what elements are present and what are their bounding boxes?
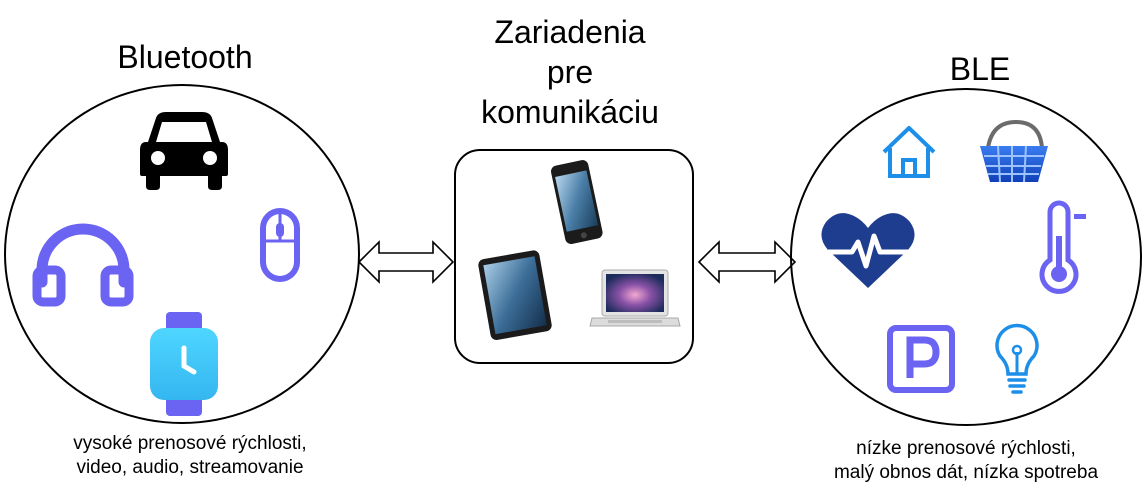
shopping-basket-icon: [980, 119, 1048, 183]
car-icon: [140, 112, 228, 190]
home-icon: [882, 126, 936, 178]
center-title-line-3: komunikáciu: [481, 94, 659, 130]
center-title-line-2: pre: [546, 54, 594, 90]
bluetooth-title: Bluetooth: [117, 39, 253, 75]
devices-box: [454, 149, 694, 364]
smartwatch-icon: [150, 312, 218, 416]
tablet-icon: [478, 250, 552, 340]
thermometer-icon: [1039, 200, 1086, 294]
ble-title: BLE: [949, 51, 1011, 87]
ble-circle: [790, 88, 1142, 426]
ble-caption-line-1: nízke prenosové rýchlosti,: [856, 438, 1076, 459]
center-title-line-1: Zariadenia: [494, 14, 646, 50]
laptop-icon: [589, 269, 681, 327]
smartphone-icon: [551, 160, 603, 244]
mouse-icon: [260, 208, 300, 282]
heart-rate-icon: [821, 213, 915, 288]
ble-caption-line-2: malý obnos dát, nízka spotreba: [833, 462, 1099, 483]
double-arrow-right: [697, 240, 797, 284]
parking-icon: [887, 325, 955, 393]
ble-caption: nízke prenosové rýchlosti, malý obnos dá…: [790, 437, 1142, 485]
bluetooth-caption: vysoké prenosové rýchlosti, video, audio…: [0, 432, 380, 480]
bluetooth-caption-line-1: vysoké prenosové rýchlosti,: [73, 433, 307, 454]
light-bulb-icon: [995, 323, 1039, 394]
center-title: Zariadenia pre komunikáciu: [440, 12, 700, 132]
bluetooth-caption-line-2: video, audio, streamovanie: [76, 457, 304, 478]
headphones-icon: [32, 223, 134, 307]
bluetooth-circle: [4, 84, 360, 424]
double-arrow-left: [357, 240, 455, 284]
